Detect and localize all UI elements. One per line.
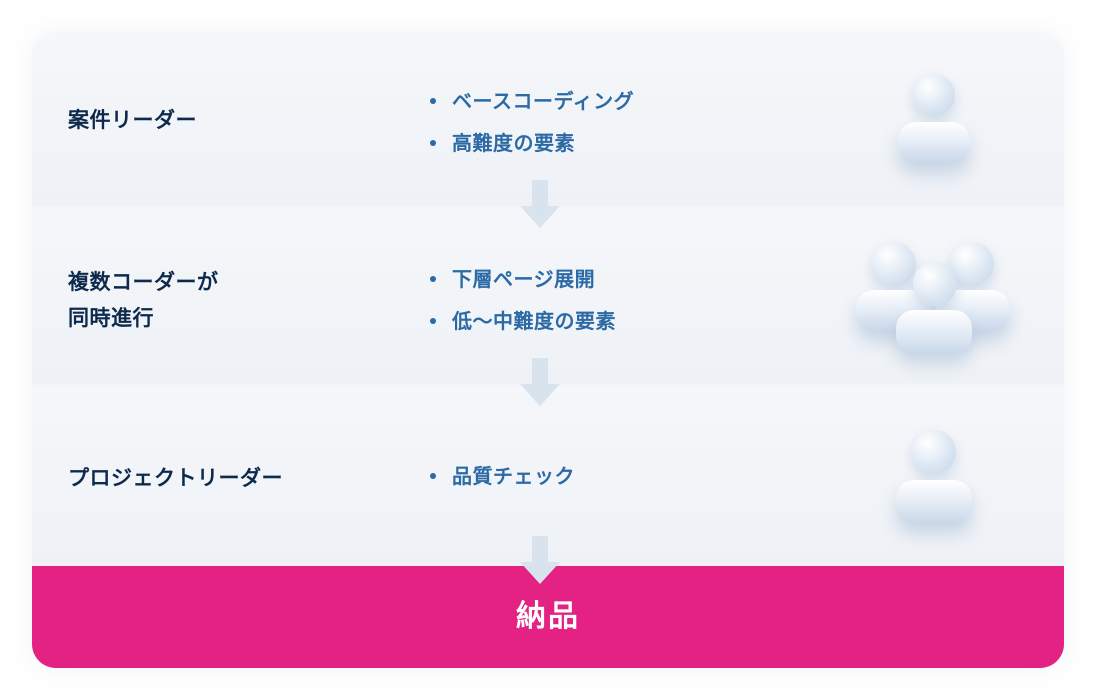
down-arrow-icon bbox=[520, 358, 560, 406]
step-row-case-leader: 案件リーダー ベースコーディング 高難度の要素 bbox=[32, 32, 1064, 206]
task-item: ベースコーディング bbox=[430, 80, 634, 122]
task-list: 下層ページ展開 低〜中難度の要素 bbox=[430, 258, 616, 342]
down-arrow-icon bbox=[520, 536, 560, 584]
task-item: 高難度の要素 bbox=[430, 122, 634, 164]
step-row-parallel-coders: 複数コーダーが 同時進行 下層ページ展開 低〜中難度の要素 bbox=[32, 208, 1064, 384]
role-label-line: 複数コーダーが bbox=[68, 270, 219, 294]
role-label-line: プロジェクトリーダー bbox=[68, 466, 283, 490]
role-label-line: 案件リーダー bbox=[68, 108, 197, 132]
workflow-diagram: 案件リーダー ベースコーディング 高難度の要素 複数コーダーが 同時進行 下層ペ… bbox=[32, 32, 1064, 668]
role-label: 複数コーダーが 同時進行 bbox=[68, 264, 219, 336]
task-list: ベースコーディング 高難度の要素 bbox=[430, 80, 634, 164]
role-label-line: 同時進行 bbox=[68, 306, 154, 330]
people-group-icon bbox=[856, 242, 1012, 358]
person-icon bbox=[896, 430, 972, 526]
role-label: 案件リーダー bbox=[68, 102, 197, 138]
task-list: 品質チェック bbox=[430, 455, 575, 497]
down-arrow-icon bbox=[520, 180, 560, 228]
delivery-banner: 納品 bbox=[32, 566, 1064, 668]
person-icon bbox=[898, 74, 970, 166]
task-item: 低〜中難度の要素 bbox=[430, 300, 616, 342]
task-item: 品質チェック bbox=[430, 455, 575, 497]
task-item: 下層ページ展開 bbox=[430, 258, 616, 300]
role-label: プロジェクトリーダー bbox=[68, 460, 283, 496]
